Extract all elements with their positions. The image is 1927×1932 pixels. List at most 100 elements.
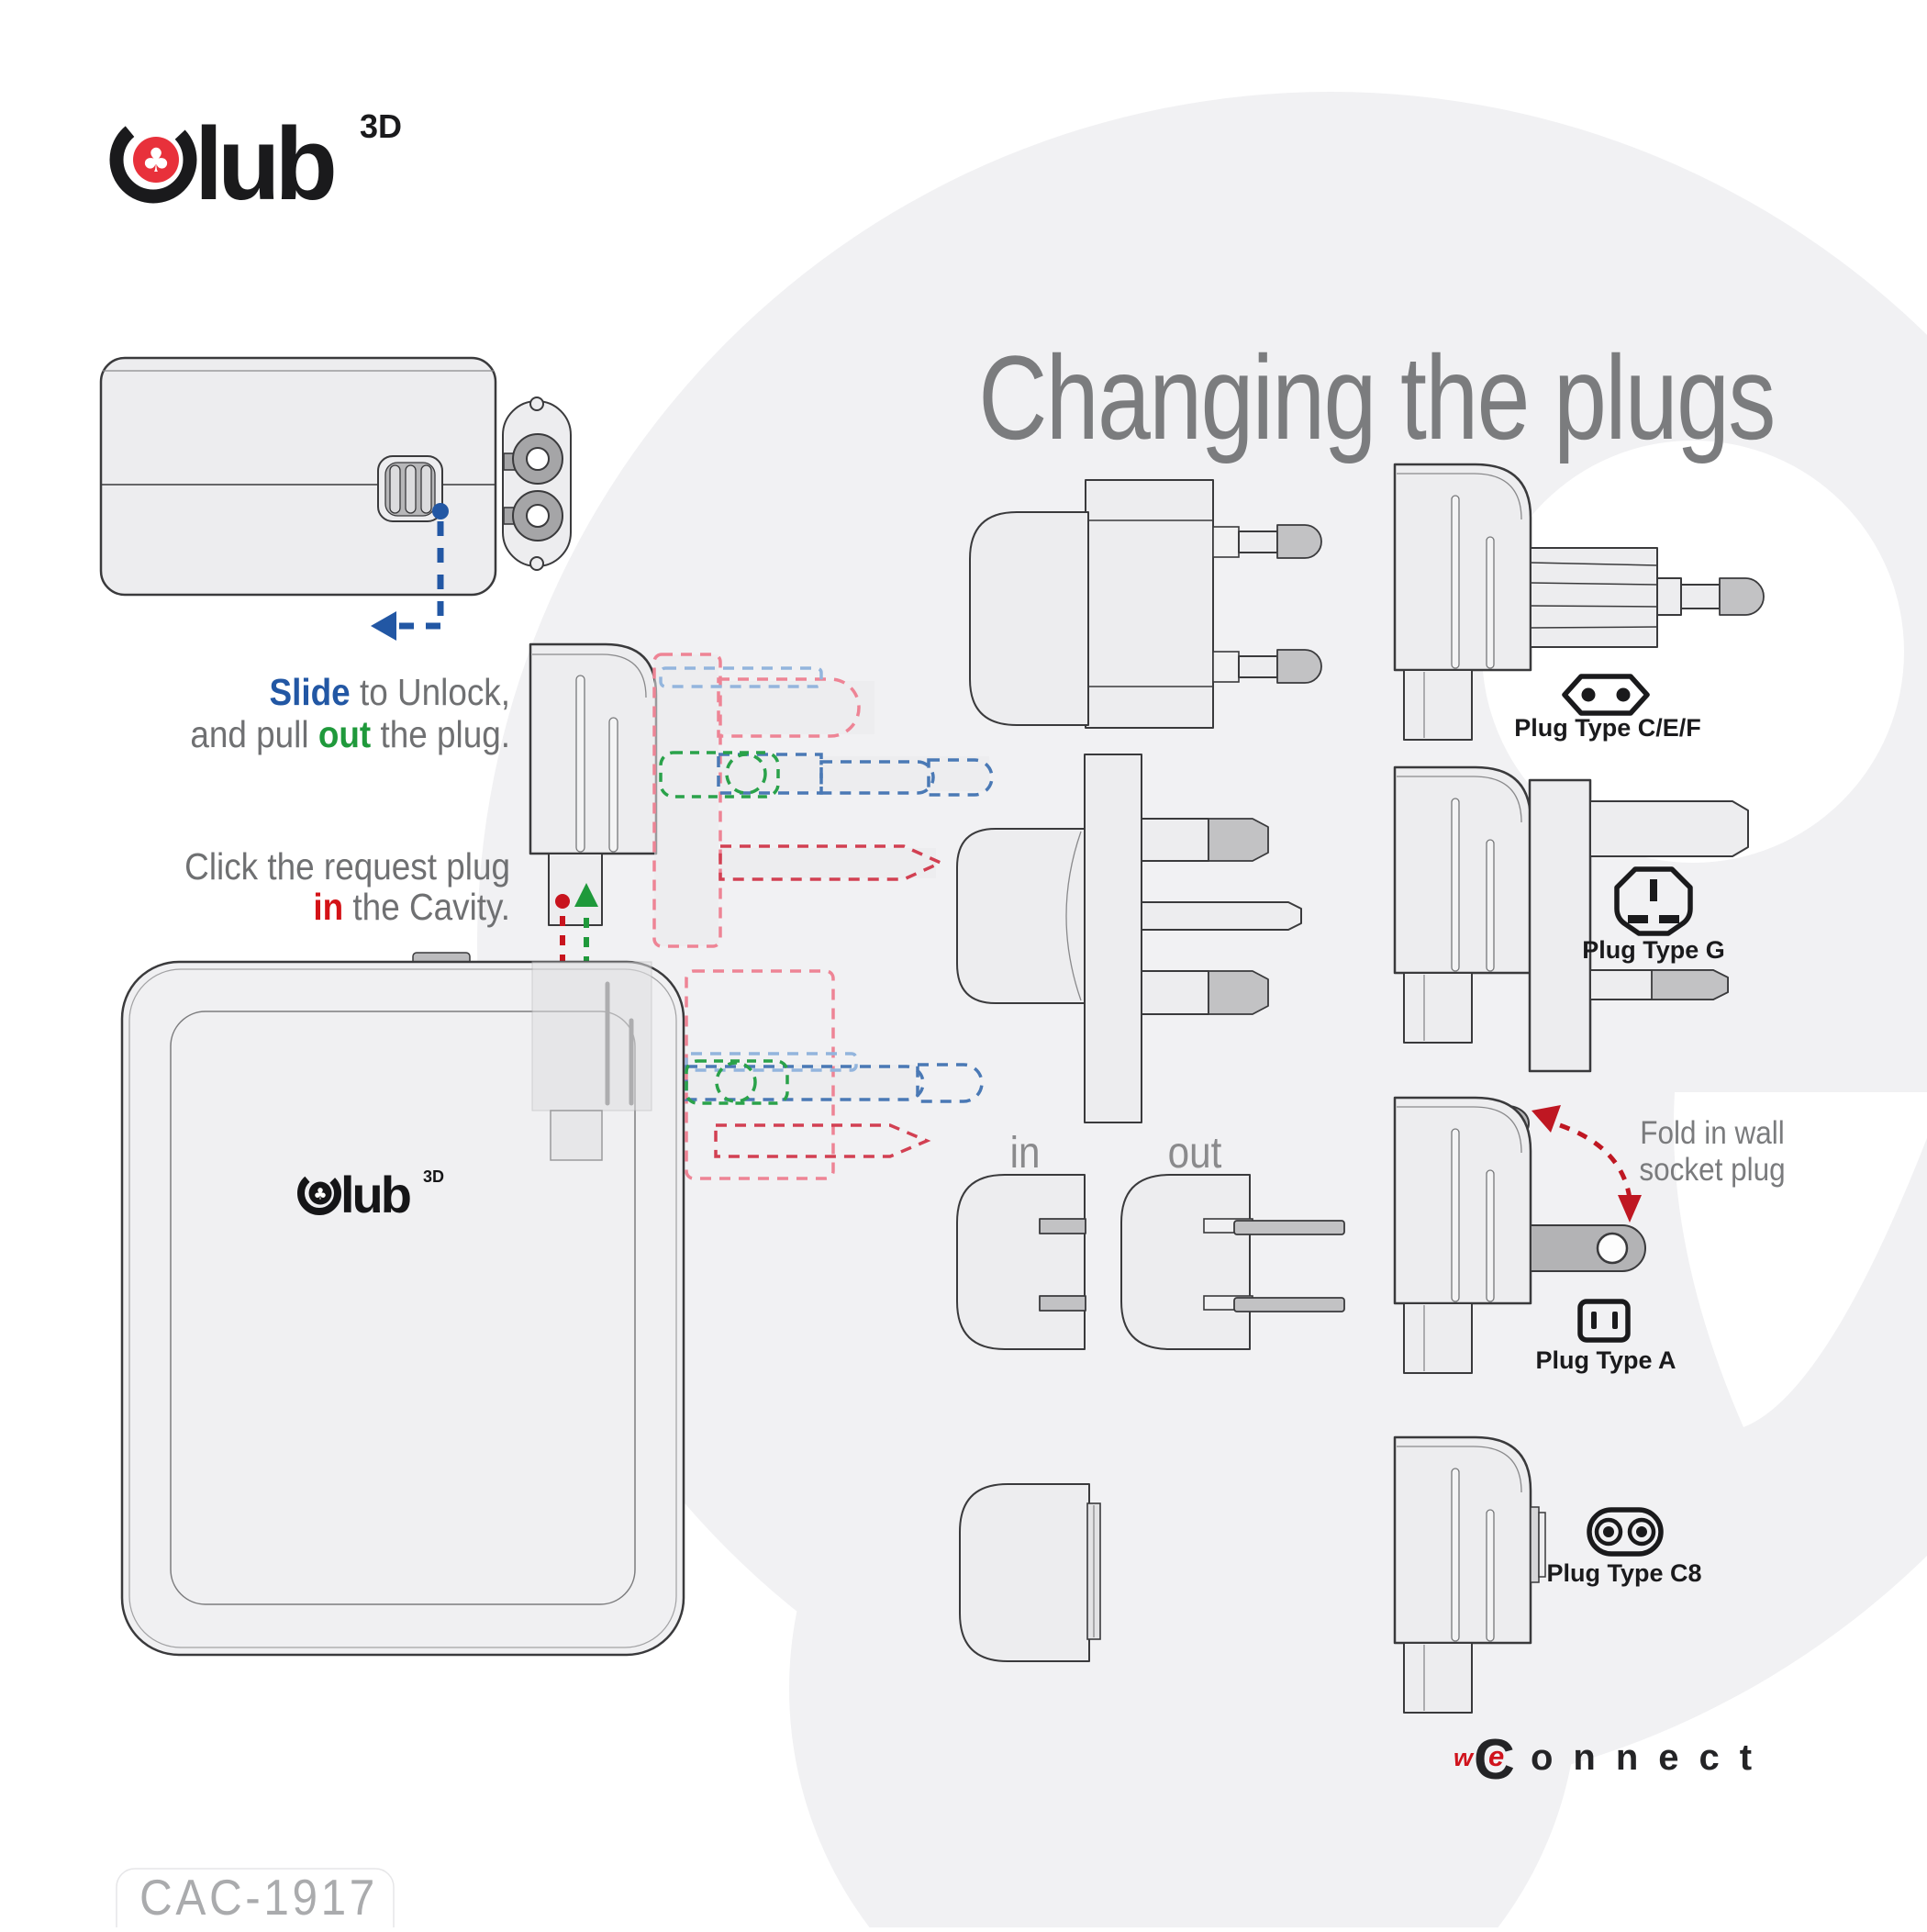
product-code-card: CAC-1917 [116, 1868, 395, 1932]
fold-arrow [1532, 1105, 1642, 1223]
plug-groove [608, 717, 618, 853]
weconnect-rest: onnect [1531, 1737, 1772, 1778]
motif-wedge-white [1673, 1092, 1927, 1427]
plug-type-g-icon [1614, 866, 1693, 936]
adapter-groove [1486, 1169, 1495, 1302]
slide-line1: Slide to Unlock, [270, 672, 510, 713]
weconnect-c: C [1474, 1728, 1515, 1792]
uk-plug [956, 754, 1302, 1123]
ghost-fill [718, 756, 989, 791]
ghost-green-slot [659, 751, 780, 798]
adapter-body [1393, 463, 1532, 672]
page-title-wrap: Changing the plugs [978, 330, 1776, 464]
adapter-tab [1403, 669, 1473, 741]
uk-pin-neutral [1141, 970, 1269, 1015]
ghost-pin-tip [916, 1063, 984, 1103]
adapter-groove [1451, 1128, 1460, 1302]
logo-red-dot [133, 137, 179, 183]
ghost-fill [720, 848, 936, 878]
panel-notch-bottom [529, 556, 544, 571]
device-body [120, 960, 685, 1657]
panel-notch-top [529, 396, 544, 411]
club-clover-icon: ♣ [141, 142, 171, 180]
g-face-plate [1528, 778, 1592, 1073]
folded-pin [1039, 1295, 1086, 1312]
slider-rib [420, 464, 432, 514]
adapter-tab [1403, 972, 1473, 1044]
plug-connector [548, 853, 603, 926]
plug-type-a-icon [1577, 1299, 1631, 1343]
plug-type-cef-icon [1562, 674, 1650, 716]
uk-plug-body [956, 828, 1089, 1004]
club-clover-icon: ♣ [313, 1186, 327, 1204]
plug-type-a-label: Plug Type A [1535, 1346, 1676, 1374]
ghost-pointed-pin [718, 844, 945, 881]
plug-type-cef-label: Plug Type C/E/F [1514, 714, 1701, 742]
fold-arrow-head [1618, 1195, 1642, 1223]
adapter-body [1393, 765, 1532, 975]
ghost-pin [685, 1065, 925, 1101]
ghost-fill [654, 654, 718, 946]
click-line2: in the Cavity. [313, 887, 510, 928]
eu-face-plate [1085, 479, 1214, 729]
weconnect-w: w [1454, 1744, 1475, 1771]
ghost-plugs-lower [685, 969, 984, 1180]
extended-pin [1233, 1220, 1345, 1235]
adapter-groove [1486, 1509, 1495, 1642]
adapter-groove [1451, 798, 1460, 972]
plug-groove [575, 675, 585, 853]
extended-pin [1233, 1297, 1345, 1312]
adapter-groove [1486, 536, 1495, 669]
slide-arrow-head [371, 611, 396, 641]
plug-type-g-label: Plug Type G [1582, 936, 1725, 964]
cover-cap [959, 1483, 1101, 1662]
adapter-cef: Plug Type C/E/F [1393, 463, 1765, 742]
adapter-body [1393, 1096, 1532, 1305]
slide-arrow [371, 503, 449, 641]
motif-circle-white [1482, 441, 1904, 863]
slide-instruction: Slide to Unlock, and pull out the plug. [190, 672, 510, 755]
adapter-a: Fold in wall socket plug Plug Type A [1393, 1096, 1786, 1374]
logo-c-ring [109, 116, 197, 204]
adapter-g: Plug Type G [1393, 765, 1749, 1073]
uk-pin-earth [1141, 818, 1269, 862]
ghost-bar [685, 1052, 858, 1072]
product-code: CAC-1917 [139, 1871, 378, 1926]
ghost-green-slot [685, 1059, 789, 1105]
page-title: Changing the plugs [978, 330, 1774, 464]
fold-arrow-head [1532, 1105, 1561, 1133]
ghost-green-circle [715, 1061, 757, 1103]
adapter-groove [1451, 1468, 1460, 1642]
logo-sup: 3D [360, 107, 402, 145]
device-body-inner-edge [128, 968, 677, 1648]
click-instruction: Click the request plug in the Cavity. [184, 846, 510, 928]
out-marker-arrow [574, 883, 598, 907]
cef-pin-assembly [1530, 547, 1765, 648]
inlet-pin-hole [526, 447, 550, 471]
slider-rib [405, 464, 417, 514]
charger-body [99, 356, 497, 597]
ghost-pin [819, 760, 935, 795]
label-out: out [1168, 1127, 1222, 1177]
logo-text: lub [195, 106, 334, 221]
uk-face-plate [1084, 754, 1142, 1123]
eu-plug [969, 479, 1322, 729]
ghost-pin [717, 677, 861, 738]
removed-plug-edge [532, 653, 647, 698]
plug-type-c8-icon [1587, 1507, 1664, 1557]
ghost-connector [550, 1110, 603, 1161]
ghost-green-circle [725, 753, 767, 795]
charger-front-view: ♣ lub 3D [120, 952, 685, 1657]
adapter-tab [1403, 1302, 1473, 1374]
cavity-ghost-plug [531, 961, 652, 1161]
device-face-border [170, 1011, 636, 1605]
code-card [116, 1868, 395, 1932]
logo-c-ring [297, 1171, 341, 1215]
adapter-groove [1486, 839, 1495, 972]
click-line1: Click the request plug [184, 846, 510, 888]
eu-pin [1212, 524, 1322, 559]
adapter-groove [1451, 495, 1460, 669]
ghost-bar [659, 666, 823, 688]
g-pin-tip [1651, 969, 1729, 1000]
